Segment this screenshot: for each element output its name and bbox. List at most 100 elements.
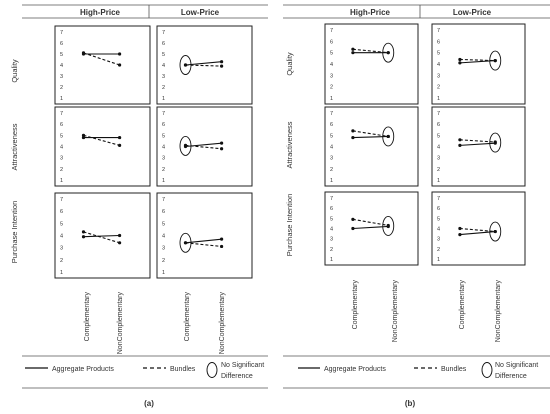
bundles-point xyxy=(493,140,497,144)
y-tick-label: 1 xyxy=(330,96,333,102)
y-tick-label: 6 xyxy=(60,209,63,215)
bundles-point xyxy=(458,226,462,231)
legend-no-sig-label-line1: No Significant xyxy=(221,362,264,369)
y-tick-label: 2 xyxy=(60,167,63,173)
row-label-quality: Quality xyxy=(285,52,294,76)
series-aggregate-line xyxy=(185,61,222,66)
x-label-noncomplementary: NonComplementary xyxy=(495,280,502,343)
x-label-complementary: Complementary xyxy=(184,292,191,342)
y-tick-label: 4 xyxy=(330,145,333,151)
no-significant-difference-marker xyxy=(179,55,192,75)
legend-no-sig-label-line2: Difference xyxy=(495,373,527,380)
row-label-attractiveness: Attractiveness xyxy=(10,123,19,170)
bundles-point xyxy=(118,143,122,147)
y-tick-label: 7 xyxy=(437,111,440,117)
no-significant-difference-marker xyxy=(489,50,502,71)
aggregate-point xyxy=(220,237,224,241)
series-bundles-line xyxy=(83,231,120,244)
y-tick-label: 6 xyxy=(162,209,165,215)
y-tick-label: 2 xyxy=(437,167,440,173)
y-tick-label: 7 xyxy=(330,196,333,202)
bundles-point xyxy=(183,143,188,147)
subplot-frame xyxy=(54,25,151,105)
no-significant-difference-marker xyxy=(179,232,192,253)
y-tick-label: 5 xyxy=(60,133,63,139)
series-bundles-line xyxy=(83,134,120,146)
series-bundles-line xyxy=(185,242,222,247)
bundles-point xyxy=(351,217,355,221)
aggregate-point xyxy=(118,135,122,140)
y-tick-label: 1 xyxy=(60,270,63,276)
aggregate-point xyxy=(351,226,355,231)
y-tick-label: 3 xyxy=(437,156,440,162)
y-tick-label: 1 xyxy=(162,178,165,184)
y-tick-label: 1 xyxy=(60,178,63,184)
y-tick-label: 5 xyxy=(60,52,63,58)
y-tick-label: 6 xyxy=(60,41,63,47)
y-tick-label: 4 xyxy=(60,63,63,69)
series-bundles-line xyxy=(83,52,120,66)
series-bundles-line xyxy=(459,58,496,62)
subplot-frame xyxy=(156,25,253,105)
aggregate-point xyxy=(458,143,462,147)
no-significant-difference-marker xyxy=(382,216,395,236)
y-tick-label: 7 xyxy=(437,196,440,202)
no-significant-difference-marker xyxy=(489,221,502,242)
y-tick-label: 3 xyxy=(162,246,165,252)
bundles-point xyxy=(493,59,497,63)
y-tick-label: 3 xyxy=(330,237,333,243)
aggregate-point xyxy=(351,135,355,140)
x-label-noncomplementary: NonComplementary xyxy=(392,280,399,343)
y-tick-label: 3 xyxy=(60,74,63,80)
y-tick-label: 5 xyxy=(162,52,165,58)
y-tick-label: 7 xyxy=(437,28,440,34)
y-tick-label: 6 xyxy=(330,39,333,45)
y-tick-label: 2 xyxy=(60,258,63,264)
y-tick-label: 6 xyxy=(330,122,333,128)
no-significant-difference-marker xyxy=(179,135,192,156)
aggregate-point xyxy=(458,233,462,237)
y-tick-label: 2 xyxy=(437,85,440,91)
y-tick-label: 2 xyxy=(437,247,440,253)
y-tick-label: 3 xyxy=(162,74,165,80)
y-tick-label: 4 xyxy=(162,145,165,151)
legend-bundles-label: Bundles xyxy=(441,366,467,373)
y-tick-label: 3 xyxy=(60,246,63,252)
y-tick-label: 5 xyxy=(437,51,440,57)
column-header-low-price: Low-Price xyxy=(181,8,220,17)
y-tick-label: 2 xyxy=(330,247,333,253)
y-tick-label: 1 xyxy=(437,178,440,184)
y-tick-label: 2 xyxy=(162,167,165,173)
x-label-noncomplementary: NonComplementary xyxy=(219,292,226,355)
y-tick-label: 5 xyxy=(60,221,63,227)
x-label-complementary: Complementary xyxy=(459,280,466,330)
y-tick-label: 3 xyxy=(162,156,165,162)
y-tick-label: 1 xyxy=(330,178,333,184)
y-tick-label: 4 xyxy=(330,227,333,233)
column-header-high-price: High-Price xyxy=(80,8,121,17)
series-bundles-line xyxy=(459,139,496,143)
subplot-frame xyxy=(431,106,526,187)
y-tick-label: 6 xyxy=(162,41,165,47)
y-tick-label: 2 xyxy=(162,85,165,91)
y-tick-label: 6 xyxy=(437,122,440,128)
bundles-point xyxy=(81,230,86,234)
no-significant-difference-marker xyxy=(489,132,502,153)
bundles-point xyxy=(458,138,462,142)
legend-no-sig-ellipse xyxy=(481,362,493,378)
y-tick-label: 2 xyxy=(330,167,333,173)
series-aggregate-line xyxy=(83,234,120,238)
bundles-point xyxy=(386,134,390,139)
column-header-high-price: High-Price xyxy=(350,8,391,17)
